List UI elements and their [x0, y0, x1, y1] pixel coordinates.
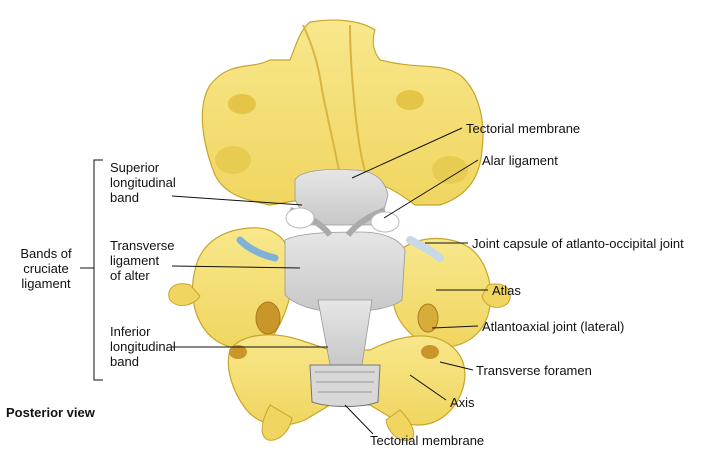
label-inferior-band-line1: Inferior	[110, 324, 176, 339]
label-transverse-ligament: Transverse ligament of alter	[110, 238, 175, 283]
label-superior-band: Superior longitudinal band	[110, 160, 176, 205]
label-alar-ligament: Alar ligament	[482, 153, 558, 168]
label-transverse-foramen: Transverse foramen	[476, 363, 592, 378]
label-tectorial-membrane-bottom: Tectorial membrane	[370, 433, 484, 448]
label-inferior-band-line2: longitudinal	[110, 339, 176, 354]
view-caption: Posterior view	[6, 405, 95, 420]
label-inferior-band: Inferior longitudinal band	[110, 324, 176, 369]
label-bands-line2: cruciate	[14, 261, 78, 276]
label-atlantoaxial-joint: Atlantoaxial joint (lateral)	[482, 319, 624, 334]
label-superior-band-line3: band	[110, 190, 176, 205]
label-bands-line1: Bands of	[14, 246, 78, 261]
label-axis: Axis	[450, 395, 475, 410]
label-tectorial-membrane-top: Tectorial membrane	[466, 121, 580, 136]
tectorial-membrane	[310, 365, 380, 407]
label-bands-line3: ligament	[14, 276, 78, 291]
label-transverse-ligament-line3: of alter	[110, 268, 175, 283]
cruciate-ligament	[285, 169, 405, 365]
label-atlas: Atlas	[492, 283, 521, 298]
label-bands-of-cruciate: Bands of cruciate ligament	[14, 246, 78, 291]
label-transverse-ligament-line2: ligament	[110, 253, 175, 268]
label-transverse-ligament-line1: Transverse	[110, 238, 175, 253]
label-inferior-band-line3: band	[110, 354, 176, 369]
label-superior-band-line1: Superior	[110, 160, 176, 175]
label-superior-band-line2: longitudinal	[110, 175, 176, 190]
label-joint-capsule: Joint capsule of atlanto-occipital joint	[472, 236, 684, 251]
